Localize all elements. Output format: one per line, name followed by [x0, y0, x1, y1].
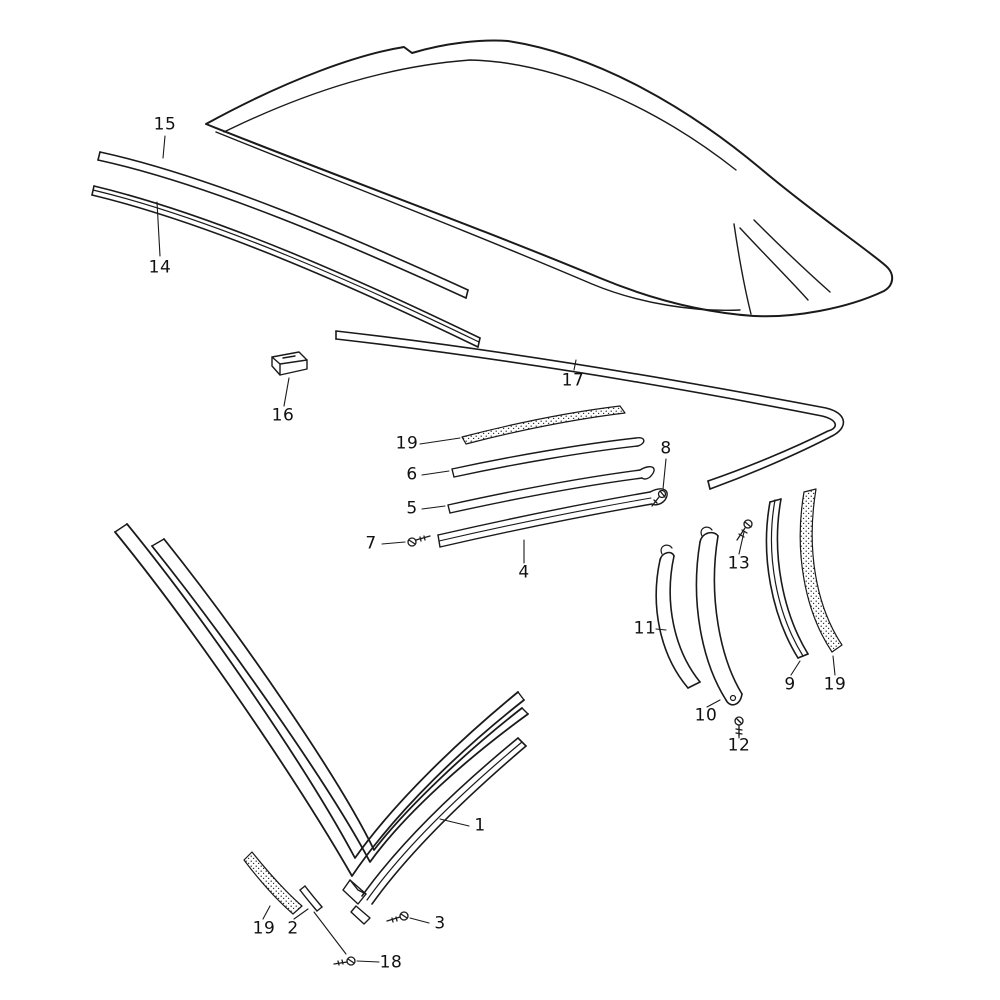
part-label-1: 1: [474, 815, 486, 836]
part-label-8: 8: [660, 438, 672, 459]
leader-19-right: [832, 655, 836, 676]
part-label-4: 4: [518, 562, 530, 583]
part-label-15: 15: [153, 114, 177, 135]
leader-3: [409, 917, 430, 924]
convertible-top: [205, 39, 894, 318]
leader-14: [156, 201, 161, 257]
line-art: [91, 39, 894, 966]
part-label-5: 5: [406, 498, 418, 519]
leader-9: [790, 660, 801, 676]
part-label-11: 11: [633, 618, 657, 639]
part-label-9: 9: [784, 674, 796, 695]
part-label-19-bottom: 19: [252, 918, 276, 939]
part-label-7: 7: [365, 533, 377, 554]
channel-strip-5: [447, 466, 655, 514]
leader-lines: [156, 135, 836, 963]
end-strip-2: [299, 885, 347, 955]
leader-16: [283, 377, 290, 407]
part-label-13: 13: [727, 553, 751, 574]
part-label-17: 17: [561, 370, 585, 391]
leader-1: [439, 818, 470, 827]
part-label-16: 16: [271, 405, 295, 426]
leader-19-bottom: [262, 905, 271, 920]
screw-18: [333, 956, 356, 966]
screw-13: [736, 519, 753, 541]
screw-8: [651, 489, 667, 507]
leader-18: [356, 960, 380, 963]
leader-6: [421, 470, 450, 476]
seal-strip-15: [97, 151, 469, 299]
part-label-12: 12: [727, 735, 751, 756]
screw-7: [407, 535, 431, 547]
stipple-strip-19-bottom: [243, 851, 303, 915]
stipple-strip-19-center: [461, 405, 626, 445]
part-label-3: 3: [434, 913, 446, 934]
leader-15: [162, 135, 166, 159]
curved-trim-9: [765, 498, 809, 659]
stipple-strip-19-right: [799, 488, 843, 653]
windshield-frame: [114, 523, 529, 877]
leader-5: [421, 505, 446, 510]
pillar-trim-11: [655, 544, 701, 689]
weatherstrip-17: [335, 330, 845, 490]
leader-8: [662, 458, 667, 490]
leader-7: [381, 541, 406, 545]
channel-strip-4: [437, 488, 668, 548]
part-label-6: 6: [406, 464, 418, 485]
leader-11: [655, 628, 667, 631]
leader-13: [738, 531, 745, 555]
part-label-18: 18: [379, 952, 403, 973]
leader-10: [706, 699, 721, 708]
channel-strip-6: [451, 436, 645, 478]
pillar-trim-10: [695, 526, 743, 706]
part-label-10: 10: [694, 705, 718, 726]
seal-strip-14: [91, 185, 481, 348]
leader-17: [573, 359, 577, 371]
leader-2: [293, 908, 309, 920]
leader-19-center: [419, 437, 461, 445]
part-label-19-right: 19: [823, 674, 847, 695]
frame-seal-1: [342, 737, 527, 925]
bracket-16: [271, 351, 308, 376]
part-label-2: 2: [287, 918, 299, 939]
screw-3: [386, 911, 409, 923]
screw-12: [734, 716, 744, 737]
part-label-19-center: 19: [395, 433, 419, 454]
part-label-14: 14: [148, 257, 172, 278]
